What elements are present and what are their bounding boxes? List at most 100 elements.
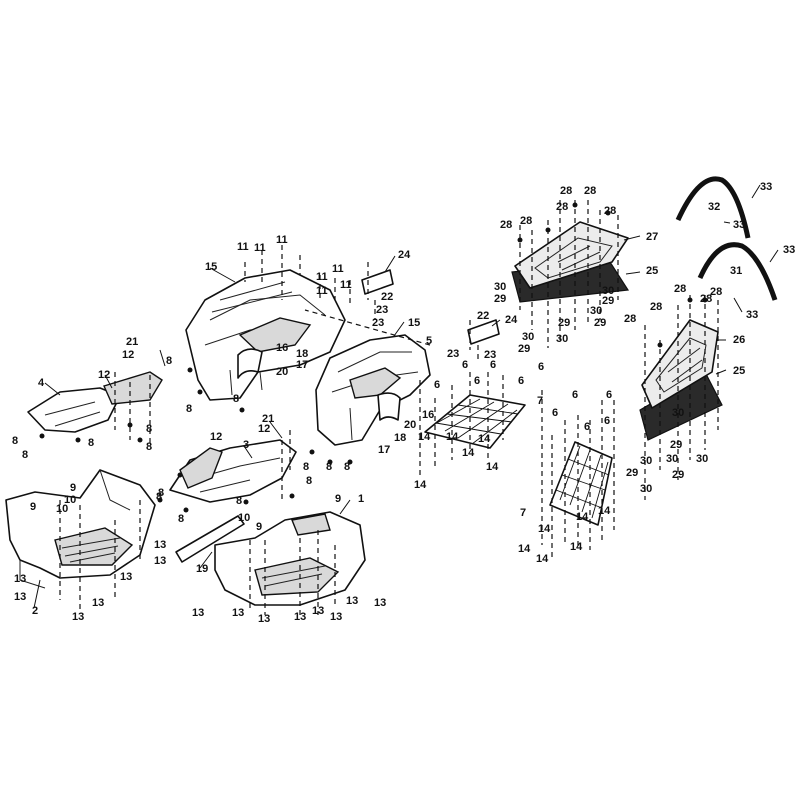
callout-28-9: 28 <box>674 283 686 295</box>
callout-23-d: 23 <box>484 349 496 361</box>
cargo-net-part-7-front <box>424 394 526 449</box>
callout-11-3: 11 <box>276 234 288 246</box>
callout-8-10: 8 <box>146 423 152 435</box>
callout-28-8: 28 <box>650 301 662 313</box>
callout-33-d: 33 <box>746 309 758 321</box>
callout-29-7: 29 <box>626 467 638 479</box>
callout-28-4: 28 <box>584 185 596 197</box>
callout-28-1: 28 <box>500 219 512 231</box>
callout-13-6: 13 <box>154 555 166 567</box>
callout-10-c: 10 <box>238 512 250 524</box>
callout-21-a: 21 <box>126 336 138 348</box>
callout-14-4: 14 <box>462 447 475 459</box>
callout-8-16: 8 <box>156 491 162 503</box>
callout-33-a: 33 <box>760 181 772 193</box>
callout-11-6: 11 <box>316 285 328 297</box>
callout-14-2: 14 <box>414 479 427 491</box>
callout-23-b: 23 <box>372 317 384 329</box>
callout-10-b: 10 <box>64 494 76 506</box>
callout-9-c: 9 <box>335 493 341 505</box>
callout-8-11: 8 <box>146 441 152 453</box>
callout-14-7: 14 <box>518 543 531 555</box>
callout-28-3: 28 <box>560 185 572 197</box>
callout-23-a: 23 <box>376 304 388 316</box>
callout-8-12: 8 <box>158 487 164 499</box>
callout-15-b: 15 <box>408 317 420 329</box>
callout-8-13: 8 <box>178 513 184 525</box>
callout-32: 32 <box>708 201 720 213</box>
callout-14-1: 14 <box>418 431 431 443</box>
callout-14-11: 14 <box>576 511 589 523</box>
callout-8-9: 8 <box>88 437 94 449</box>
callout-6-8: 6 <box>572 389 578 401</box>
callout-19: 19 <box>196 563 208 575</box>
trim-strip-part-19 <box>175 515 245 563</box>
callout-14-5: 14 <box>478 433 491 445</box>
bracket-part-24-lower <box>467 319 500 345</box>
callout-2: 2 <box>32 605 38 617</box>
callout-9-b: 9 <box>70 482 76 494</box>
callout-28-5: 28 <box>556 201 568 213</box>
callout-13-8: 13 <box>232 607 244 619</box>
callout-24-a: 24 <box>398 249 411 261</box>
callout-8-2: 8 <box>186 403 192 415</box>
callout-28-10: 28 <box>700 293 712 305</box>
callout-11-5: 11 <box>332 263 344 275</box>
callout-27: 27 <box>646 231 658 243</box>
callout-13-1: 13 <box>14 573 26 585</box>
callout-29-8: 29 <box>672 469 684 481</box>
callout-13-2: 13 <box>14 591 26 603</box>
callout-6-6: 6 <box>538 361 544 373</box>
left-side-cover-part-4 <box>27 387 121 433</box>
right-footwell-part-1 <box>214 511 366 606</box>
callout-30-1: 30 <box>494 281 506 293</box>
callout-13-9: 13 <box>258 613 270 625</box>
callout-28-6: 28 <box>604 205 616 217</box>
callout-13-12: 13 <box>330 611 342 623</box>
grab-bar-part-32 <box>675 176 751 239</box>
callout-29-2: 29 <box>518 343 530 355</box>
callout-23-c: 23 <box>447 348 459 360</box>
callout-11-2: 11 <box>254 242 266 254</box>
callout-22-a: 22 <box>381 291 393 303</box>
callout-13-13: 13 <box>346 595 358 607</box>
callout-8-8: 8 <box>22 449 28 461</box>
callout-30-2: 30 <box>522 331 534 343</box>
front-fender-part-5 <box>315 334 431 446</box>
callout-20-a: 20 <box>276 366 288 378</box>
callout-13-7: 13 <box>192 607 204 619</box>
callout-30-7: 30 <box>640 455 652 467</box>
callout-13-4: 13 <box>92 597 104 609</box>
callout-14-10: 14 <box>570 541 583 553</box>
callout-29-3: 29 <box>558 317 570 329</box>
grab-bar-part-31 <box>697 242 778 301</box>
callout-11-7: 11 <box>340 279 352 291</box>
callout-14-9: 14 <box>538 523 551 535</box>
callout-6-5: 6 <box>518 375 524 387</box>
callout-6-1: 6 <box>434 379 440 391</box>
callout-18-b: 18 <box>394 432 406 444</box>
callout-12-d: 12 <box>210 431 222 443</box>
callout-10-a: 10 <box>56 503 68 515</box>
callout-13-15: 13 <box>120 571 132 583</box>
callout-30-6: 30 <box>672 407 684 419</box>
callout-12-a: 12 <box>122 349 134 361</box>
mud-flap-front <box>377 392 401 421</box>
callout-labels: 1 2 3 4 5 7 7 9 9 9 9 10 10 10 12 12 12 … <box>30 181 795 617</box>
callout-14-6: 14 <box>486 461 499 473</box>
callout-13-5: 13 <box>154 539 166 551</box>
callout-8-5: 8 <box>326 461 332 473</box>
callout-14-12: 14 <box>598 505 611 517</box>
callout-30-9: 30 <box>696 453 708 465</box>
callout-6-7: 6 <box>552 407 558 419</box>
callout-29-1: 29 <box>494 293 506 305</box>
callout-7-front: 7 <box>537 395 543 407</box>
rack-panel-part-25-lower <box>639 319 723 441</box>
callout-7-rear: 7 <box>520 507 526 519</box>
callout-8-3: 8 <box>233 393 239 405</box>
callout-16-a: 16 <box>276 342 288 354</box>
callout-1: 1 <box>358 493 364 505</box>
callout-29-6: 29 <box>670 439 682 451</box>
